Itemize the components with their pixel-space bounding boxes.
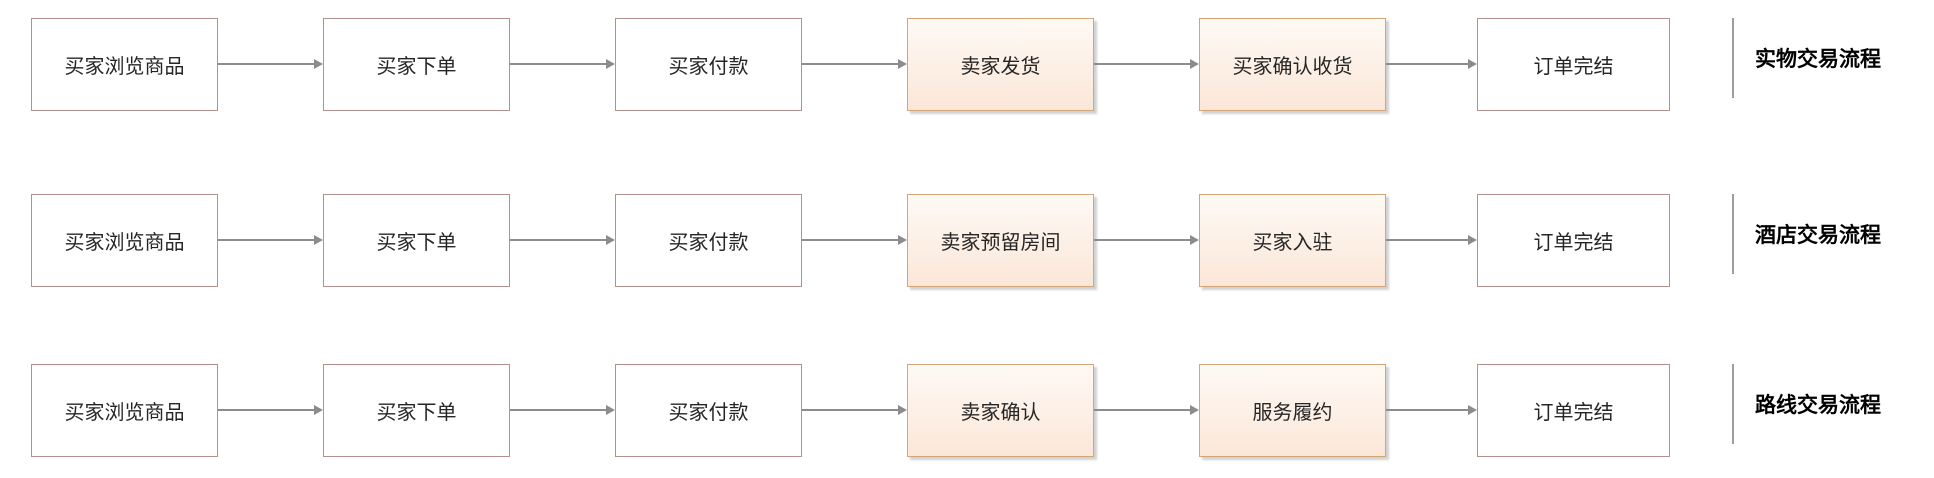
arrow-head-icon: [606, 405, 615, 415]
flow-arrow: [802, 59, 907, 69]
arrow-head-icon: [1468, 59, 1477, 69]
flow-step-label: 买家下单: [376, 56, 457, 78]
arrow-head-icon: [606, 59, 615, 69]
flow-step-box: 订单完结: [1477, 194, 1670, 287]
flow-arrow: [218, 405, 323, 415]
arrow-head-icon: [606, 235, 615, 245]
flow-step-label: 服务履约: [1252, 402, 1333, 424]
flow-row-hotel: 买家浏览商品 买家下单 买家付款 卖家预留房间 买家入驻 订单完结 酒店交易流程: [0, 194, 1934, 287]
flow-arrow: [1094, 235, 1199, 245]
flow-step-label: 买家下单: [376, 232, 457, 254]
flow-arrow: [1094, 405, 1199, 415]
arrow-head-icon: [314, 405, 323, 415]
flow-arrow: [510, 405, 615, 415]
flow-step-label: 订单完结: [1533, 402, 1614, 424]
flow-step-box: 买家下单: [323, 194, 510, 287]
flow-step-box: 订单完结: [1477, 18, 1670, 111]
flow-step-label: 买家入驻: [1252, 232, 1333, 254]
flow-step-label: 买家浏览商品: [64, 402, 185, 424]
arrow-head-icon: [314, 235, 323, 245]
flow-step-box: 买家浏览商品: [31, 194, 218, 287]
arrow-head-icon: [1190, 405, 1199, 415]
flow-step-label: 卖家发货: [960, 56, 1041, 78]
flow-arrow: [1094, 59, 1199, 69]
flow-step-label: 买家浏览商品: [64, 232, 185, 254]
arrow-head-icon: [1468, 405, 1477, 415]
flow-step-label: 买家付款: [668, 402, 749, 424]
flow-step-box: 买家付款: [615, 364, 802, 457]
flow-row-physical: 买家浏览商品 买家下单 买家付款 卖家发货 买家确认收货 订单完结 实物交易流程: [0, 18, 1934, 111]
flow-arrow: [802, 405, 907, 415]
flow-arrow: [510, 59, 615, 69]
flow-step-label: 卖家确认: [960, 402, 1041, 424]
flow-step-label: 买家确认收货: [1232, 56, 1353, 78]
flow-step-label: 订单完结: [1533, 232, 1614, 254]
flow-row-label: 实物交易流程: [1755, 48, 1881, 71]
flow-row-label: 酒店交易流程: [1755, 224, 1881, 247]
flow-step-box: 买家浏览商品: [31, 18, 218, 111]
flow-step-label: 卖家预留房间: [940, 232, 1061, 254]
arrow-head-icon: [898, 59, 907, 69]
flow-arrow: [510, 235, 615, 245]
flow-step-box: 卖家预留房间: [907, 194, 1094, 287]
flow-arrow: [1386, 405, 1477, 415]
arrow-head-icon: [898, 235, 907, 245]
row-divider-line: [1732, 364, 1734, 444]
flow-row-label: 路线交易流程: [1755, 394, 1881, 417]
flow-step-label: 订单完结: [1533, 56, 1614, 78]
row-divider-line: [1732, 194, 1734, 274]
flow-step-label: 买家付款: [668, 232, 749, 254]
row-divider-line: [1732, 18, 1734, 98]
flow-arrow: [218, 235, 323, 245]
flow-step-box: 买家下单: [323, 18, 510, 111]
flow-arrow: [1386, 59, 1477, 69]
flow-step-box: 买家确认收货: [1199, 18, 1386, 111]
flow-step-box: 卖家确认: [907, 364, 1094, 457]
flow-row-route: 买家浏览商品 买家下单 买家付款 卖家确认 服务履约 订单完结 路线交易流程: [0, 364, 1934, 457]
arrow-head-icon: [314, 59, 323, 69]
flow-step-box: 订单完结: [1477, 364, 1670, 457]
flow-step-label: 买家下单: [376, 402, 457, 424]
flow-step-label: 买家付款: [668, 56, 749, 78]
arrow-head-icon: [1190, 59, 1199, 69]
flow-step-label: 买家浏览商品: [64, 56, 185, 78]
arrow-head-icon: [898, 405, 907, 415]
flow-step-box: 买家下单: [323, 364, 510, 457]
flow-step-box: 买家付款: [615, 194, 802, 287]
arrow-head-icon: [1190, 235, 1199, 245]
flow-arrow: [1386, 235, 1477, 245]
flow-step-box: 买家浏览商品: [31, 364, 218, 457]
flow-arrow: [218, 59, 323, 69]
flow-step-box: 卖家发货: [907, 18, 1094, 111]
flow-step-box: 买家入驻: [1199, 194, 1386, 287]
flow-step-box: 买家付款: [615, 18, 802, 111]
flow-step-box: 服务履约: [1199, 364, 1386, 457]
arrow-head-icon: [1468, 235, 1477, 245]
flow-arrow: [802, 235, 907, 245]
